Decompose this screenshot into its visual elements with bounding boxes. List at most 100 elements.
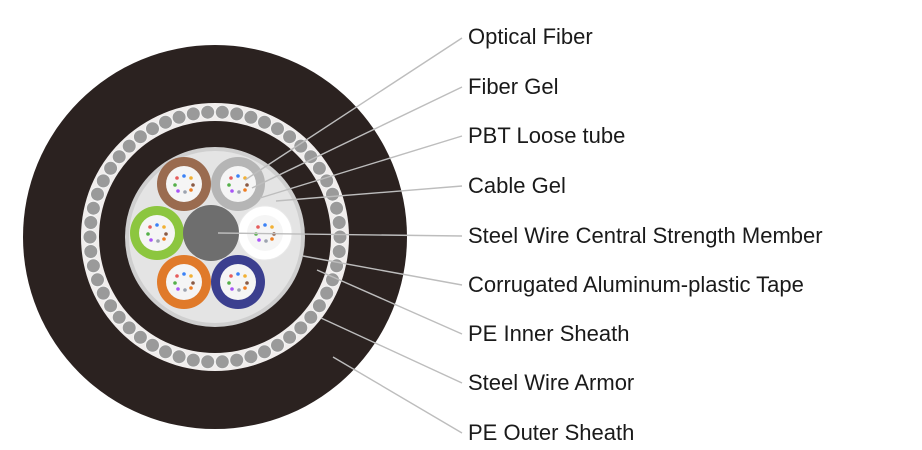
optical-fiber <box>230 287 234 291</box>
optical-fiber <box>162 225 166 229</box>
optical-fiber <box>229 274 233 278</box>
optical-fiber <box>173 183 177 187</box>
armor-wire <box>158 114 173 130</box>
optical-fiber <box>173 281 177 285</box>
optical-fiber <box>182 174 186 178</box>
armor-wire <box>282 329 297 345</box>
optical-fiber <box>236 272 240 276</box>
label-corrugated-aluminum-plastic-tape: Corrugated Aluminum-plastic Tape <box>468 272 804 297</box>
armor-wire <box>83 244 99 259</box>
fiber-gel <box>166 264 202 300</box>
armor-wire <box>121 320 137 336</box>
armor-wire <box>243 110 259 125</box>
armor-wire <box>215 104 230 120</box>
optical-fiber <box>191 183 195 187</box>
armor-wire <box>331 215 347 230</box>
label-pbt-loose-tube: PBT Loose tube <box>468 123 626 148</box>
armor-wire <box>186 352 201 368</box>
armor-wire <box>158 344 173 360</box>
optical-fiber <box>229 176 233 180</box>
armor-wire <box>270 337 285 353</box>
label-steel-wire-central-strength-member: Steel Wire Central Strength Member <box>468 223 823 248</box>
optical-fiber <box>183 288 187 292</box>
optical-fiber <box>191 281 195 285</box>
armor-wire <box>303 309 319 325</box>
leader-line <box>251 86 463 189</box>
optical-fiber <box>162 237 166 241</box>
armor-wire <box>319 173 335 189</box>
optical-fiber <box>245 183 249 187</box>
optical-fiber <box>176 189 180 193</box>
armor-wire <box>133 129 148 145</box>
armor-wire <box>293 138 309 154</box>
label-steel-wire-armor: Steel Wire Armor <box>468 370 635 395</box>
fiber-gel <box>139 215 175 251</box>
armor-wire <box>186 106 201 122</box>
optical-fiber <box>230 189 234 193</box>
fiber-gel <box>220 264 256 300</box>
optical-fiber <box>175 176 179 180</box>
loose-tube-blue <box>211 255 265 309</box>
armor-wire <box>215 354 230 370</box>
loose-tube-orange <box>157 255 211 309</box>
armor-wire <box>171 110 187 125</box>
armor-wire <box>332 229 348 245</box>
optical-fiber <box>183 190 187 194</box>
loose-tube-green <box>130 206 184 260</box>
optical-fiber <box>245 281 249 285</box>
leader-line <box>244 37 463 181</box>
optical-fiber <box>270 225 274 229</box>
leader-line <box>302 255 463 286</box>
armor-wire <box>96 173 111 189</box>
armor-wire <box>82 229 98 245</box>
armor-wire <box>282 129 297 145</box>
armor-wire <box>103 298 118 314</box>
optical-fiber <box>176 287 180 291</box>
armor-wire <box>325 186 340 202</box>
optical-fiber <box>149 238 153 242</box>
armor-wire <box>312 161 327 176</box>
optical-fiber <box>257 238 261 242</box>
optical-fiber <box>189 176 193 180</box>
loose-tube-brown <box>157 157 211 211</box>
leader-line <box>217 232 463 237</box>
optical-fiber <box>256 225 260 229</box>
armor-wire <box>121 138 137 154</box>
label-fiber-gel: Fiber Gel <box>468 74 559 99</box>
armor-wire <box>86 200 101 216</box>
armor-wire <box>200 104 216 120</box>
armor-wire <box>257 344 272 360</box>
armor-wire <box>243 349 259 365</box>
armor-wire <box>86 258 101 274</box>
armor-wire <box>96 285 111 301</box>
optical-fiber <box>227 281 231 285</box>
armor-wire <box>229 352 245 368</box>
fiber-gel <box>166 166 202 202</box>
armor-wire <box>83 215 99 230</box>
optical-fiber <box>236 174 240 178</box>
armor-wire <box>331 244 347 259</box>
armor-wire <box>257 114 272 130</box>
optical-fiber <box>148 225 152 229</box>
optical-fiber <box>189 286 193 290</box>
leader-line <box>275 185 463 202</box>
steel-wire-armor <box>82 104 348 370</box>
armor-wire <box>111 149 127 165</box>
armor-wire <box>312 298 327 314</box>
optical-fiber <box>189 188 193 192</box>
leader-line <box>316 269 463 335</box>
fiber-gel <box>220 166 256 202</box>
leader-line <box>320 317 463 384</box>
optical-fiber <box>243 286 247 290</box>
optical-fiber <box>263 223 267 227</box>
optical-fiber <box>182 272 186 276</box>
optical-fiber <box>189 274 193 278</box>
optical-fiber <box>175 274 179 278</box>
optical-fiber <box>270 237 274 241</box>
armor-wire <box>229 106 245 122</box>
optical-fiber <box>237 190 241 194</box>
armor-wire <box>103 161 118 176</box>
armor-wire <box>270 121 285 136</box>
optical-fiber <box>146 232 150 236</box>
